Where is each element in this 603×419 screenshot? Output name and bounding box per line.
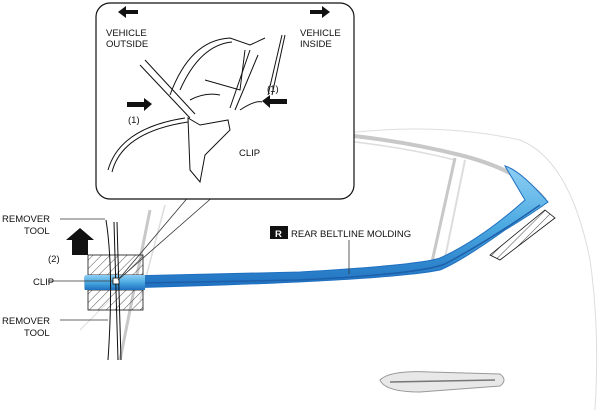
vehicle-outside-label-2: OUTSIDE <box>106 39 148 50</box>
step-1-left-label: (1) <box>128 115 140 126</box>
step-1-right-label: (1) <box>267 84 279 95</box>
remover-tool-bottom-label-2: TOOL <box>24 328 50 339</box>
arrow-left-icon <box>262 95 287 108</box>
replace-badge <box>270 226 288 239</box>
rear-beltline-molding-label: REAR BELTLINE MOLDING <box>291 229 411 240</box>
clip-label: CLIP <box>33 277 54 288</box>
arrow-left-icon <box>118 6 138 18</box>
callout-detail <box>95 2 355 200</box>
arrow-right-icon <box>310 6 330 18</box>
step-2-label: (2) <box>48 254 60 265</box>
arrow-right-icon <box>127 98 152 111</box>
door-handle <box>379 371 505 393</box>
clip-marker <box>112 277 120 285</box>
remover-tool-top-label: REMOVER <box>2 214 50 225</box>
vehicle-inside-label-2: INSIDE <box>300 39 332 50</box>
remover-tool-clip-area <box>66 219 145 361</box>
hatched-clip-area-rear <box>489 209 556 261</box>
vehicle-outside-label: VEHICLE <box>106 28 147 39</box>
replace-badge-letter: R <box>275 229 282 240</box>
callout-clip-label: CLIP <box>239 148 260 159</box>
remover-tool-top-label-2: TOOL <box>24 226 50 237</box>
up-arrow-icon <box>66 228 94 255</box>
vehicle-inside-label: VEHICLE <box>300 28 341 39</box>
remover-tool-bottom-label: REMOVER <box>2 316 50 327</box>
